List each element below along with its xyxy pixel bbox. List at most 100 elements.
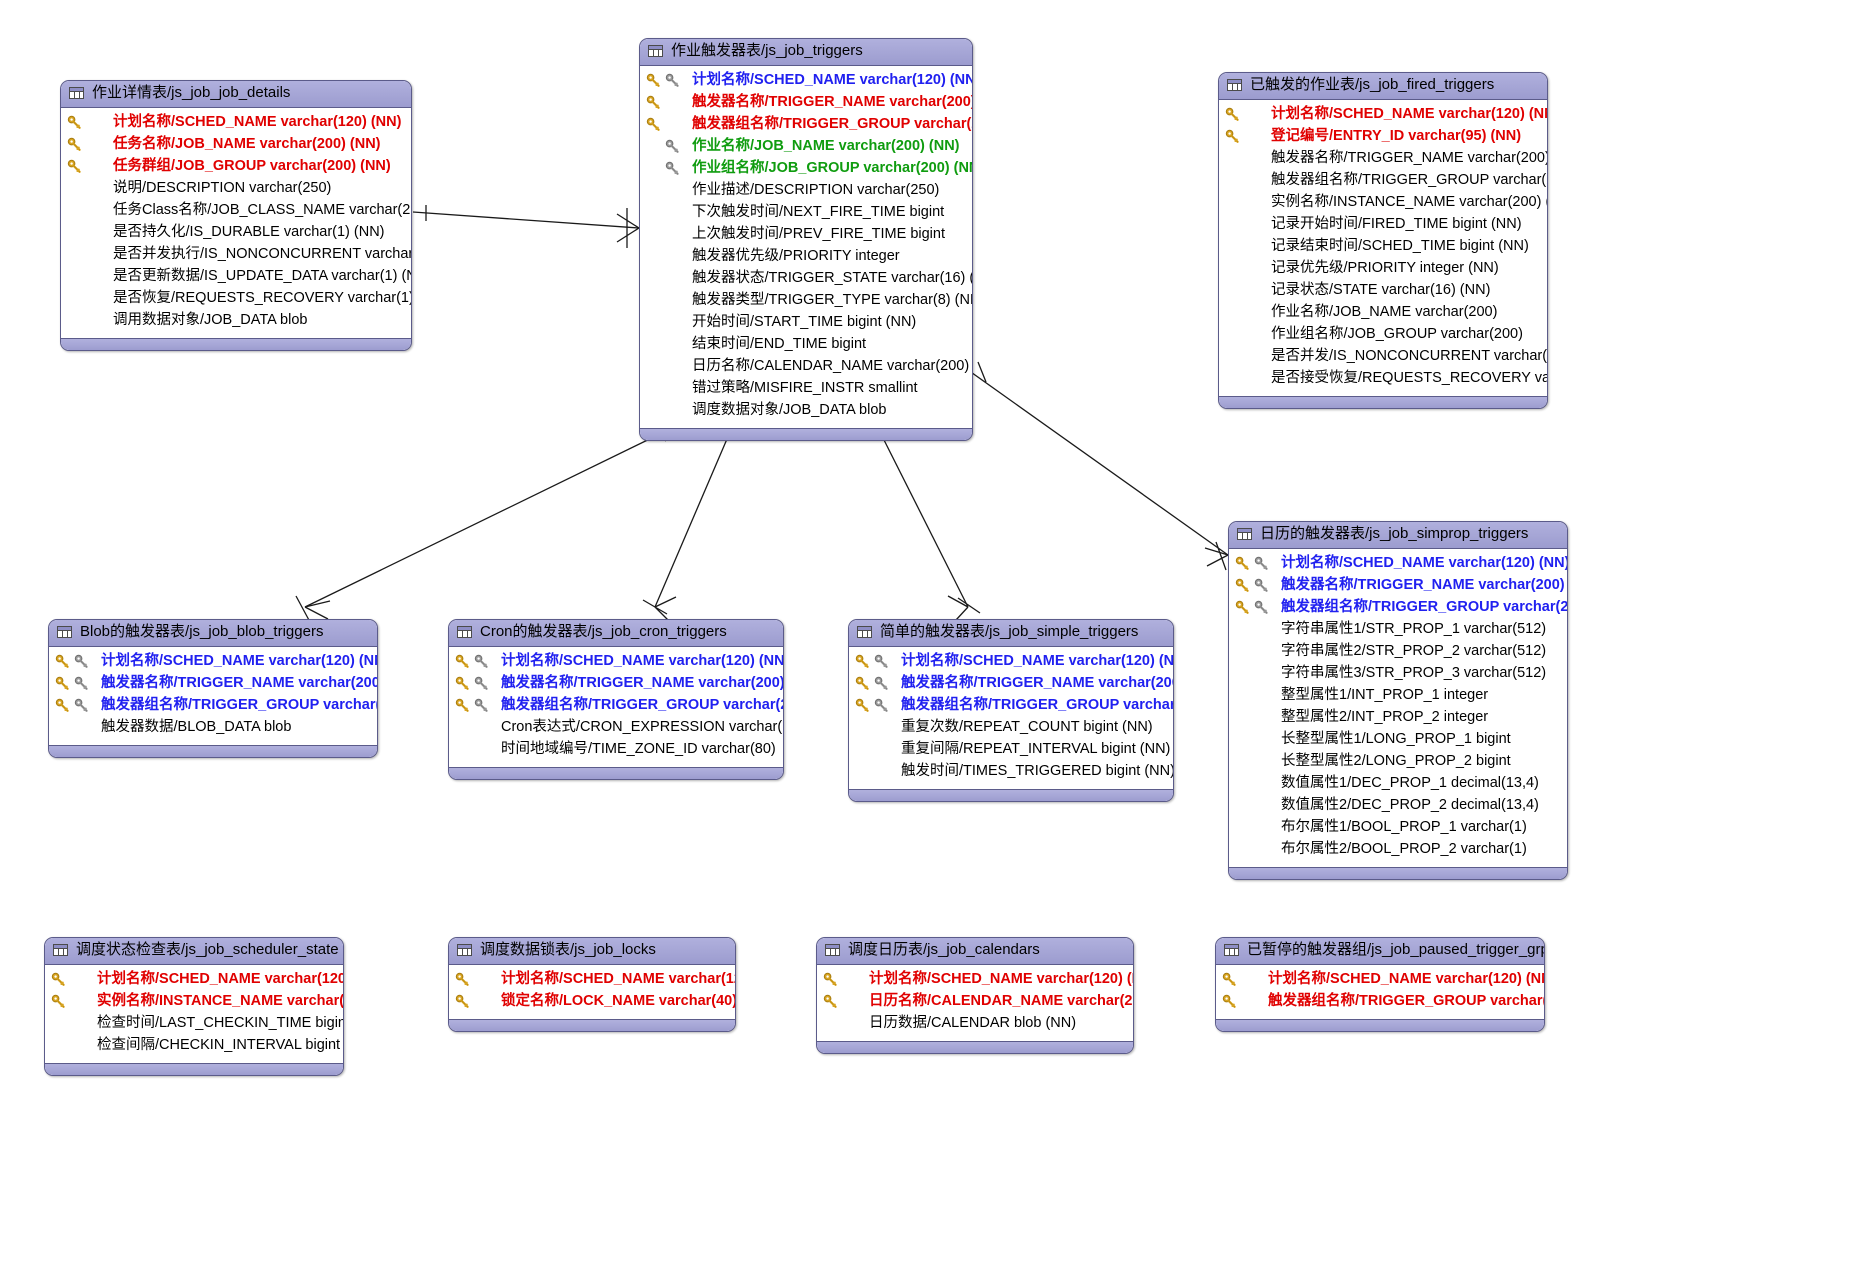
entity-header-job_job_details[interactable]: 作业详情表/js_job_job_details [61, 81, 411, 108]
attribute-row[interactable]: 重复次数/REPEAT_COUNT bigint (NN) [849, 717, 1173, 739]
attribute-row[interactable]: 触发器优先级/PRIORITY integer [640, 246, 972, 268]
attribute-row[interactable]: 计划名称/SCHED_NAME varchar(120) (NN) [1229, 553, 1567, 575]
attribute-row[interactable]: 作业名称/JOB_NAME varchar(200) [1219, 302, 1547, 324]
attribute-row[interactable]: 触发器组名称/TRIGGER_GROUP varchar(200) (NN) [640, 114, 972, 136]
entity-header-job_locks[interactable]: 调度数据锁表/js_job_locks [449, 938, 735, 965]
entity-header-job_paused_trigger_grps[interactable]: 已暂停的触发器组/js_job_paused_trigger_grps [1216, 938, 1544, 965]
attribute-row[interactable]: 记录结束时间/SCHED_TIME bigint (NN) [1219, 236, 1547, 258]
attribute-row[interactable]: 计划名称/SCHED_NAME varchar(120) (NN) [449, 969, 735, 991]
entity-header-job_triggers[interactable]: 作业触发器表/js_job_triggers [640, 39, 972, 66]
attribute-row[interactable]: 是否持久化/IS_DURABLE varchar(1) (NN) [61, 222, 411, 244]
attribute-row[interactable]: 触发器组名称/TRIGGER_GROUP varchar(200) (NN) [1219, 170, 1547, 192]
entity-job_triggers[interactable]: 作业触发器表/js_job_triggers 计划名称/SCHED_NAME va… [639, 38, 973, 441]
entity-job_simprop_triggers[interactable]: 日历的触发器表/js_job_simprop_triggers 计划名称/SCHE… [1228, 521, 1568, 880]
entity-job_job_details[interactable]: 作业详情表/js_job_job_details 计划名称/SCHED_NAME … [60, 80, 412, 351]
entity-header-job_fired_triggers[interactable]: 已触发的作业表/js_job_fired_triggers [1219, 73, 1547, 100]
entity-job_fired_triggers[interactable]: 已触发的作业表/js_job_fired_triggers 计划名称/SCHED_… [1218, 72, 1548, 409]
attribute-row[interactable]: 触发器名称/TRIGGER_NAME varchar(200) (NN) [449, 673, 783, 695]
entity-job_blob_triggers[interactable]: Blob的触发器表/js_job_blob_triggers 计划名称/SCHED… [48, 619, 378, 758]
entity-header-job_simple_triggers[interactable]: 简单的触发器表/js_job_simple_triggers [849, 620, 1173, 647]
attribute-row[interactable]: 数值属性1/DEC_PROP_1 decimal(13,4) [1229, 773, 1567, 795]
attribute-row[interactable]: 计划名称/SCHED_NAME varchar(120) (NN) [817, 969, 1133, 991]
attribute-row[interactable]: 数值属性2/DEC_PROP_2 decimal(13,4) [1229, 795, 1567, 817]
attribute-row[interactable]: 调用数据对象/JOB_DATA blob [61, 310, 411, 332]
attribute-row[interactable]: 触发器组名称/TRIGGER_GROUP varchar(200) (NN) [849, 695, 1173, 717]
entity-job_locks[interactable]: 调度数据锁表/js_job_locks 计划名称/SCHED_NAME varch… [448, 937, 736, 1032]
attribute-row[interactable]: 字符串属性1/STR_PROP_1 varchar(512) [1229, 619, 1567, 641]
entity-job_simple_triggers[interactable]: 简单的触发器表/js_job_simple_triggers 计划名称/SCHED… [848, 619, 1174, 802]
attribute-row[interactable]: 上次触发时间/PREV_FIRE_TIME bigint [640, 224, 972, 246]
attribute-row[interactable]: 长整型属性2/LONG_PROP_2 bigint [1229, 751, 1567, 773]
attribute-row[interactable]: 触发器名称/TRIGGER_NAME varchar(200) (NN) [1219, 148, 1547, 170]
attribute-row[interactable]: 是否并发执行/IS_NONCONCURRENT varchar(1) (NN) [61, 244, 411, 266]
attribute-row[interactable]: 实例名称/INSTANCE_NAME varchar(200) (NN) [1219, 192, 1547, 214]
attribute-row[interactable]: 作业组名称/JOB_GROUP varchar(200) [1219, 324, 1547, 346]
attribute-row[interactable]: 说明/DESCRIPTION varchar(250) [61, 178, 411, 200]
attribute-row[interactable]: 触发器组名称/TRIGGER_GROUP varchar(200) (NN) [1229, 597, 1567, 619]
attribute-row[interactable]: 下次触发时间/NEXT_FIRE_TIME bigint [640, 202, 972, 224]
attribute-row[interactable]: 计划名称/SCHED_NAME varchar(120) (NN) [849, 651, 1173, 673]
attribute-row[interactable]: 开始时间/START_TIME bigint (NN) [640, 312, 972, 334]
attribute-row[interactable]: 时间地域编号/TIME_ZONE_ID varchar(80) [449, 739, 783, 761]
attribute-row[interactable]: 检查间隔/CHECKIN_INTERVAL bigint (NN) [45, 1035, 343, 1057]
attribute-row[interactable]: 触发器组名称/TRIGGER_GROUP varchar(200) (NN) [1216, 991, 1544, 1013]
attribute-row[interactable]: 实例名称/INSTANCE_NAME varchar(200) (NN) [45, 991, 343, 1013]
attribute-row[interactable]: 记录开始时间/FIRED_TIME bigint (NN) [1219, 214, 1547, 236]
entity-job_calendars[interactable]: 调度日历表/js_job_calendars 计划名称/SCHED_NAME va… [816, 937, 1134, 1054]
entity-job_cron_triggers[interactable]: Cron的触发器表/js_job_cron_triggers 计划名称/SCHED… [448, 619, 784, 780]
entity-job_scheduler_state[interactable]: 调度状态检查表/js_job_scheduler_state 计划名称/SCHED… [44, 937, 344, 1076]
attribute-row[interactable]: 触发器组名称/TRIGGER_GROUP varchar(200) (NN) [449, 695, 783, 717]
attribute-row[interactable]: 错过策略/MISFIRE_INSTR smallint [640, 378, 972, 400]
attribute-row[interactable]: 触发器类型/TRIGGER_TYPE varchar(8) (NN) [640, 290, 972, 312]
attribute-row[interactable]: 触发器名称/TRIGGER_NAME varchar(200) (NN) [1229, 575, 1567, 597]
attribute-row[interactable]: 触发时间/TIMES_TRIGGERED bigint (NN) [849, 761, 1173, 783]
entity-header-job_calendars[interactable]: 调度日历表/js_job_calendars [817, 938, 1133, 965]
attribute-row[interactable]: 整型属性2/INT_PROP_2 integer [1229, 707, 1567, 729]
attribute-row[interactable]: 是否恢复/REQUESTS_RECOVERY varchar(1) (NN) [61, 288, 411, 310]
attribute-row[interactable]: 记录优先级/PRIORITY integer (NN) [1219, 258, 1547, 280]
attribute-row[interactable]: 检查时间/LAST_CHECKIN_TIME bigint (NN) [45, 1013, 343, 1035]
attribute-row[interactable]: 作业描述/DESCRIPTION varchar(250) [640, 180, 972, 202]
attribute-row[interactable]: 调度数据对象/JOB_DATA blob [640, 400, 972, 422]
attribute-row[interactable]: 字符串属性2/STR_PROP_2 varchar(512) [1229, 641, 1567, 663]
attribute-row[interactable]: 是否更新数据/IS_UPDATE_DATA varchar(1) (NN) [61, 266, 411, 288]
entity-header-job_cron_triggers[interactable]: Cron的触发器表/js_job_cron_triggers [449, 620, 783, 647]
attribute-row[interactable]: 计划名称/SCHED_NAME varchar(120) (NN) [49, 651, 377, 673]
attribute-row[interactable]: 日历数据/CALENDAR blob (NN) [817, 1013, 1133, 1035]
attribute-row[interactable]: 整型属性1/INT_PROP_1 integer [1229, 685, 1567, 707]
attribute-row[interactable]: 布尔属性1/BOOL_PROP_1 varchar(1) [1229, 817, 1567, 839]
attribute-row[interactable]: 记录状态/STATE varchar(16) (NN) [1219, 280, 1547, 302]
entity-job_paused_trigger_grps[interactable]: 已暂停的触发器组/js_job_paused_trigger_grps 计划名称/… [1215, 937, 1545, 1032]
attribute-row[interactable]: 触发器状态/TRIGGER_STATE varchar(16) (NN) [640, 268, 972, 290]
attribute-row[interactable]: 作业名称/JOB_NAME varchar(200) (NN) [640, 136, 972, 158]
attribute-row[interactable]: 作业组名称/JOB_GROUP varchar(200) (NN) [640, 158, 972, 180]
attribute-row[interactable]: 布尔属性2/BOOL_PROP_2 varchar(1) [1229, 839, 1567, 861]
attribute-row[interactable]: 触发器名称/TRIGGER_NAME varchar(200) (NN) [49, 673, 377, 695]
attribute-row[interactable]: 触发器名称/TRIGGER_NAME varchar(200) (NN) [640, 92, 972, 114]
entity-header-job_scheduler_state[interactable]: 调度状态检查表/js_job_scheduler_state [45, 938, 343, 965]
attribute-row[interactable]: 任务Class名称/JOB_CLASS_NAME varchar(250) (N… [61, 200, 411, 222]
attribute-row[interactable]: 触发器组名称/TRIGGER_GROUP varchar(200) (NN) [49, 695, 377, 717]
attribute-row[interactable]: 计划名称/SCHED_NAME varchar(120) (NN) [61, 112, 411, 134]
attribute-row[interactable]: 计划名称/SCHED_NAME varchar(120) (NN) [640, 70, 972, 92]
attribute-row[interactable]: 任务群组/JOB_GROUP varchar(200) (NN) [61, 156, 411, 178]
attribute-row[interactable]: 日历名称/CALENDAR_NAME varchar(200) [640, 356, 972, 378]
attribute-row[interactable]: 重复间隔/REPEAT_INTERVAL bigint (NN) [849, 739, 1173, 761]
entity-header-job_simprop_triggers[interactable]: 日历的触发器表/js_job_simprop_triggers [1229, 522, 1567, 549]
attribute-row[interactable]: 日历名称/CALENDAR_NAME varchar(200) (NN) [817, 991, 1133, 1013]
attribute-row[interactable]: 长整型属性1/LONG_PROP_1 bigint [1229, 729, 1567, 751]
attribute-row[interactable]: 锁定名称/LOCK_NAME varchar(40) (NN) [449, 991, 735, 1013]
attribute-row[interactable]: 是否接受恢复/REQUESTS_RECOVERY varchar(1) [1219, 368, 1547, 390]
attribute-row[interactable]: 计划名称/SCHED_NAME varchar(120) (NN) [45, 969, 343, 991]
attribute-row[interactable]: 计划名称/SCHED_NAME varchar(120) (NN) [449, 651, 783, 673]
attribute-row[interactable]: 计划名称/SCHED_NAME varchar(120) (NN) [1216, 969, 1544, 991]
attribute-row[interactable]: 触发器数据/BLOB_DATA blob [49, 717, 377, 739]
attribute-row[interactable]: 计划名称/SCHED_NAME varchar(120) (NN) [1219, 104, 1547, 126]
attribute-row[interactable]: 登记编号/ENTRY_ID varchar(95) (NN) [1219, 126, 1547, 148]
attribute-row[interactable]: 任务名称/JOB_NAME varchar(200) (NN) [61, 134, 411, 156]
attribute-row[interactable]: 触发器名称/TRIGGER_NAME varchar(200) (NN) [849, 673, 1173, 695]
attribute-row[interactable]: 结束时间/END_TIME bigint [640, 334, 972, 356]
entity-header-job_blob_triggers[interactable]: Blob的触发器表/js_job_blob_triggers [49, 620, 377, 647]
attribute-row[interactable]: 字符串属性3/STR_PROP_3 varchar(512) [1229, 663, 1567, 685]
attribute-row[interactable]: Cron表达式/CRON_EXPRESSION varchar(120) (NN… [449, 717, 783, 739]
